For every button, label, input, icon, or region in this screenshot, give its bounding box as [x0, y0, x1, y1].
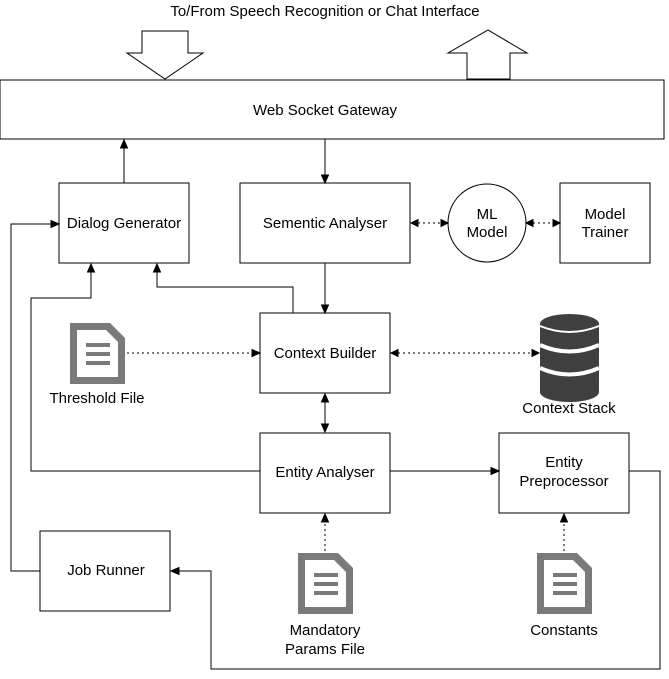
threshold-file-icon: [70, 323, 125, 384]
entity-preprocessor-label-line2: Preprocessor: [519, 473, 608, 490]
entity-preprocessor-box: [498, 432, 630, 514]
connector-constants-to-preprocessor: [559, 512, 569, 551]
threshold-file-label: Threshold File: [49, 390, 144, 407]
header-caption: To/From Speech Recognition or Chat Inter…: [170, 3, 479, 20]
context-builder-label: Context Builder: [274, 345, 377, 362]
connector-gateway-to-semantic: [320, 139, 330, 185]
semantic-analyser-label: Sementic Analyser: [263, 215, 387, 232]
context-builder-box: [259, 312, 391, 394]
constants-label: Constants: [530, 622, 598, 639]
model-trainer-label-line1: Model: [585, 206, 626, 223]
connector-params-to-entity: [320, 512, 330, 551]
connector-semantic-ml-model: [409, 218, 450, 228]
database-icon: [539, 314, 600, 402]
connector-context-to-dialog: [152, 262, 294, 313]
mandatory-params-file-label-line1: Mandatory: [290, 622, 361, 639]
connector-context-stack: [389, 348, 541, 358]
dialog-generator-box: [58, 182, 190, 264]
ml-model-label-line1: ML: [477, 206, 498, 223]
hollow-arrow-down-icon: [125, 30, 205, 80]
entity-analyser-label: Entity Analyser: [275, 464, 374, 481]
connector-job-runner-to-dialog: [10, 219, 61, 572]
web-socket-gateway-label: Web Socket Gateway: [253, 102, 397, 119]
connector-threshold-to-context: [127, 348, 262, 358]
web-socket-gateway-box: [0, 79, 665, 140]
connector-preprocessor-to-job-runner: [169, 470, 661, 670]
constants-file-icon: [537, 553, 592, 614]
connector-entity-to-preprocessor: [390, 466, 501, 476]
connector-dialog-to-gateway: [119, 138, 129, 183]
connector-ml-model-trainer: [524, 218, 562, 228]
connector-entity-to-dialog: [30, 262, 260, 472]
entity-analyser-box: [259, 432, 391, 514]
mandatory-params-file-label-line2: Params File: [285, 641, 365, 658]
hollow-arrow-up-icon: [446, 29, 529, 80]
context-stack-label: Context Stack: [522, 400, 616, 417]
model-trainer-label-line2: Trainer: [582, 224, 629, 241]
job-runner-label: Job Runner: [67, 562, 145, 579]
connector-context-entity: [320, 392, 330, 434]
model-trainer-box: [559, 182, 651, 264]
entity-preprocessor-label-line1: Entity: [545, 454, 583, 471]
ml-model-label-line2: Model: [467, 224, 508, 241]
dialog-generator-label: Dialog Generator: [67, 215, 181, 232]
mandatory-params-file-icon: [298, 553, 353, 614]
connector-semantic-to-context: [320, 263, 330, 315]
